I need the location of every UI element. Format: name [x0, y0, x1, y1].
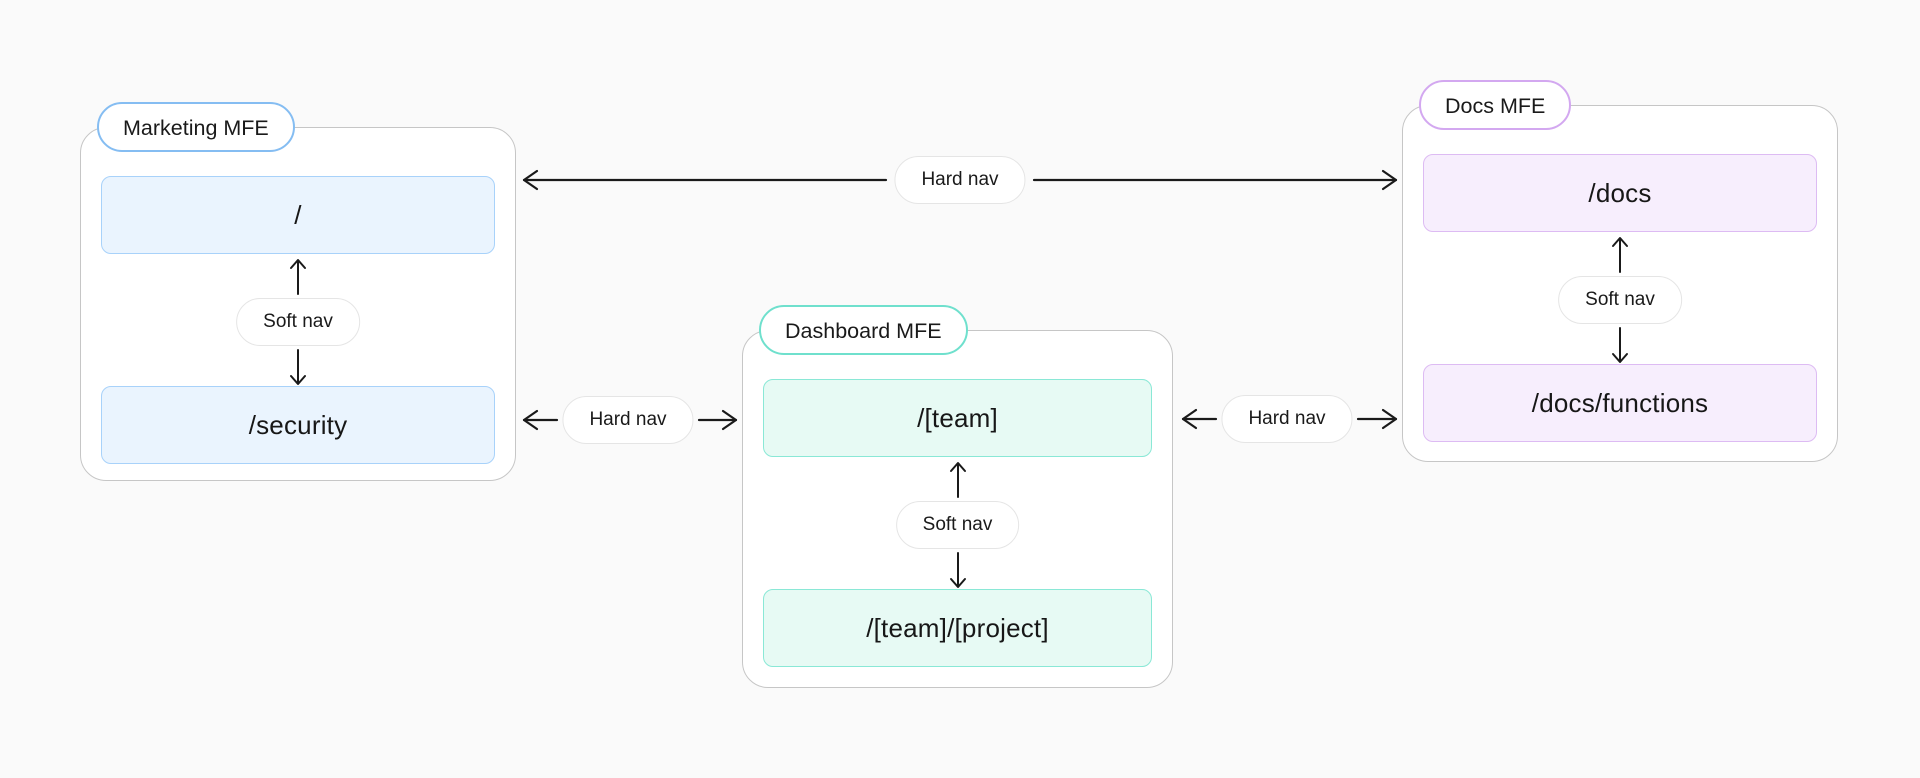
route-label: /[team] — [917, 402, 998, 433]
route-box-marketing-security: /security — [101, 386, 495, 464]
route-label: /docs/functions — [1531, 387, 1709, 418]
route-label: /[team]/[project] — [866, 612, 1049, 643]
mfe-card-dashboard: Dashboard MFE /[team] Soft nav /[team]/[… — [742, 305, 1173, 688]
mfe-title-pill-docs: Docs MFE — [1419, 80, 1572, 130]
down-arrow-icon — [946, 551, 970, 591]
soft-nav-pill-dashboard: Soft nav — [895, 501, 1020, 549]
route-box-marketing-root: / — [101, 176, 495, 254]
route-box-docs-root: /docs — [1423, 154, 1817, 232]
up-arrow-icon — [1608, 234, 1632, 274]
up-arrow-icon — [946, 459, 970, 499]
up-arrow-icon — [286, 256, 310, 296]
route-box-docs-functions: /docs/functions — [1423, 364, 1817, 442]
down-arrow-icon — [1608, 326, 1632, 366]
mfe-card-marketing: Marketing MFE / Soft nav /security — [80, 102, 516, 481]
mfe-card-docs: Docs MFE /docs Soft nav /docs/functions — [1402, 80, 1838, 462]
soft-nav-pill-marketing: Soft nav — [236, 298, 360, 346]
route-label: /docs — [1588, 177, 1652, 208]
route-label: /security — [248, 409, 348, 440]
route-label: / — [294, 199, 302, 230]
soft-nav-pill-docs: Soft nav — [1558, 276, 1682, 324]
hard-nav-pill-top: Hard nav — [894, 156, 1026, 204]
route-box-dashboard-team-project: /[team]/[project] — [763, 589, 1152, 667]
down-arrow-icon — [286, 348, 310, 388]
route-box-dashboard-team: /[team] — [763, 379, 1152, 457]
mfe-title-pill-marketing: Marketing MFE — [97, 102, 295, 152]
hard-nav-pill-left: Hard nav — [562, 396, 694, 444]
hard-nav-pill-right: Hard nav — [1221, 395, 1353, 443]
mfe-title-pill-dashboard: Dashboard MFE — [759, 305, 968, 355]
